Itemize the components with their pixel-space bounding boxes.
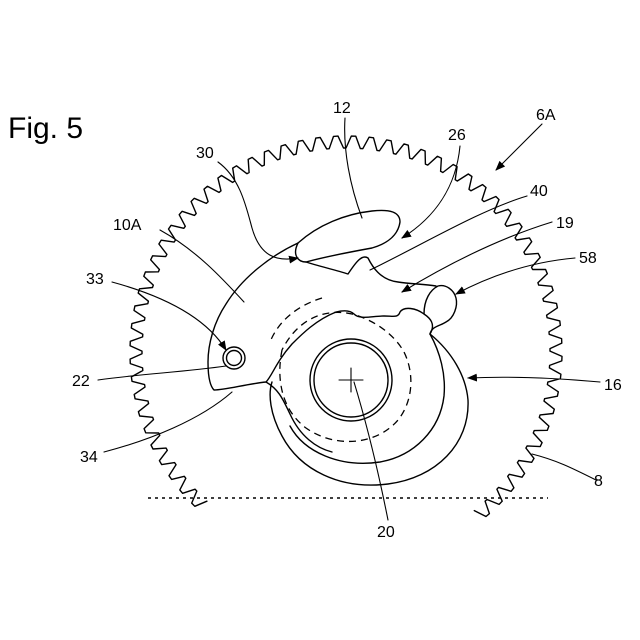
pawl-tail-26 — [306, 257, 436, 286]
leader-58 — [456, 258, 575, 294]
ref-6A: 6A — [536, 107, 556, 124]
ref-20: 20 — [377, 524, 395, 541]
leader-19 — [402, 222, 552, 292]
ref-58: 58 — [579, 250, 597, 267]
pawl-body-12 — [296, 210, 400, 262]
ref-22: 22 — [72, 373, 90, 390]
leader-33 — [112, 282, 226, 350]
ref-40: 40 — [530, 183, 548, 200]
leader-12 — [345, 118, 362, 218]
leader-20 — [354, 382, 388, 520]
projection-58 — [424, 286, 457, 334]
pivot-22-inner — [227, 351, 242, 366]
leader-34 — [104, 392, 232, 452]
leader-6A — [496, 124, 542, 170]
ref-30: 30 — [196, 145, 214, 162]
leader-8 — [532, 454, 596, 480]
leader-16 — [468, 377, 600, 382]
latch-arm-inner-edge — [266, 382, 332, 452]
ref-12: 12 — [333, 100, 351, 117]
ref-10A: 10A — [113, 217, 142, 234]
leader-26 — [402, 146, 460, 238]
ref-19: 19 — [556, 215, 574, 232]
gear-sector-8 — [130, 136, 562, 516]
figure-title: Fig. 5 — [8, 112, 83, 145]
latch-arm-10A — [208, 243, 432, 390]
ref-34: 34 — [80, 449, 98, 466]
ref-16: 16 — [604, 377, 622, 394]
ref-33: 33 — [86, 271, 104, 288]
ref-26: 26 — [448, 127, 466, 144]
ring-16 — [270, 334, 468, 485]
leader-10A — [160, 230, 244, 302]
ref-8: 8 — [594, 473, 603, 490]
leader-30 — [218, 162, 298, 259]
hidden-contour-outer-dashed — [270, 298, 322, 342]
leader-40 — [370, 196, 527, 270]
leader-22 — [98, 366, 226, 380]
